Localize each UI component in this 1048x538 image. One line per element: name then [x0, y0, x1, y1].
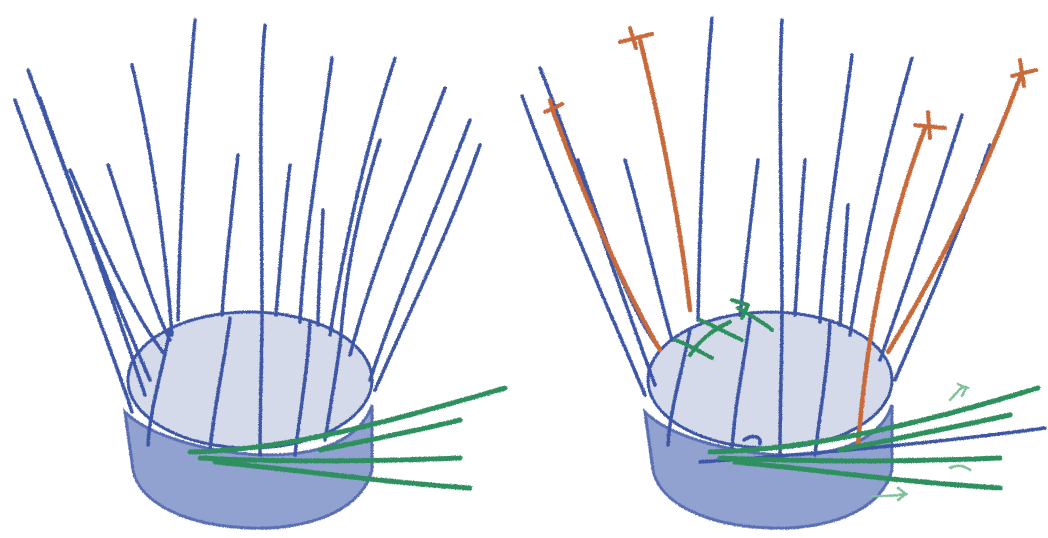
right-cup-top	[648, 312, 892, 448]
right-orange-marks	[545, 28, 1036, 138]
left-panel	[15, 20, 505, 528]
right-panel	[522, 18, 1045, 528]
